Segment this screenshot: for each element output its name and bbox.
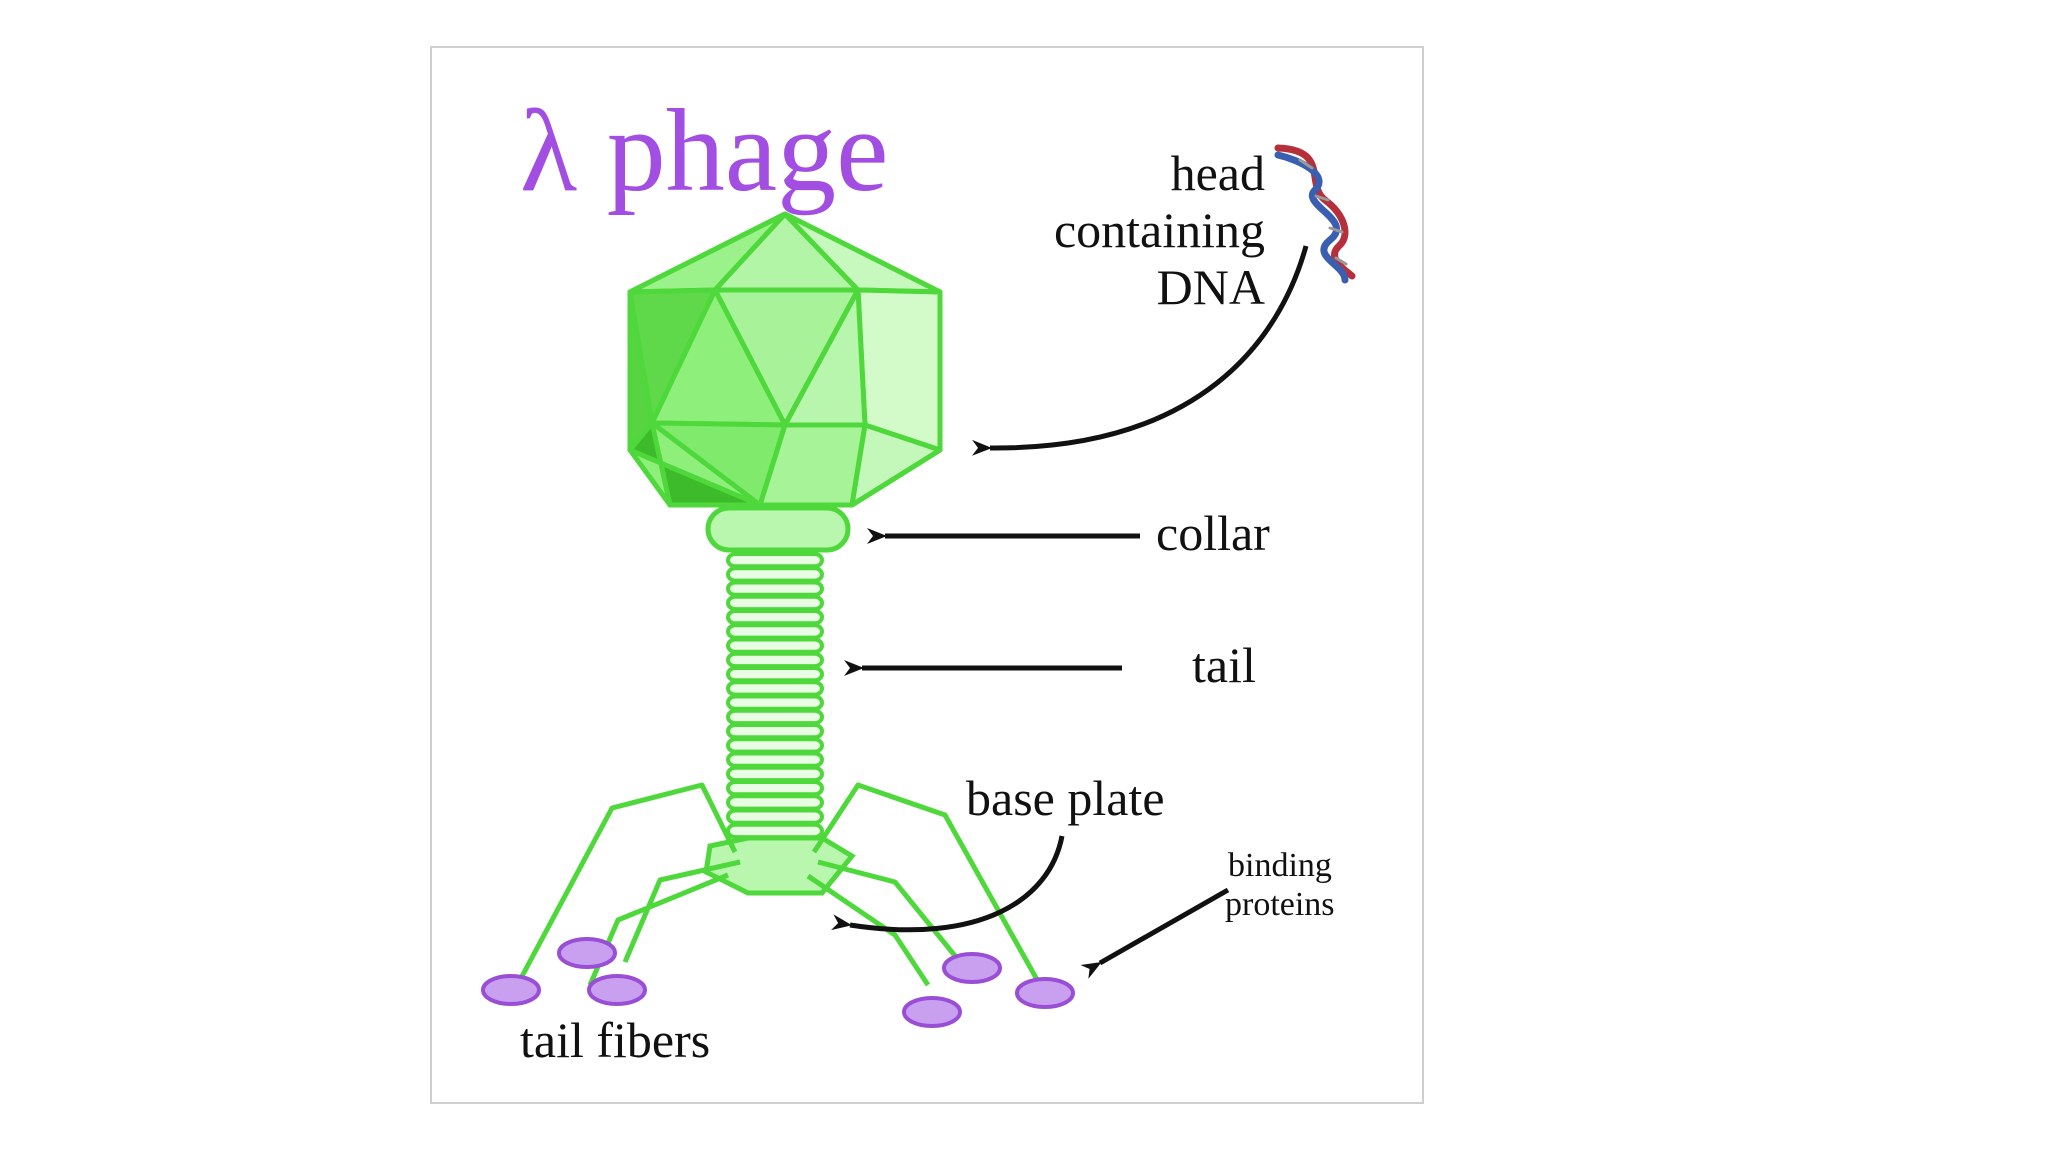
binding-proteins-label: binding xyxy=(1228,847,1332,884)
head-label-line3: DNA xyxy=(1157,259,1265,315)
head-label: head xyxy=(1171,145,1265,201)
tail-fibers-label: tail fibers xyxy=(520,1012,710,1068)
phage-head xyxy=(627,211,943,508)
label-arrows xyxy=(830,245,1309,979)
tail-ring xyxy=(726,751,824,768)
head-arrow xyxy=(971,245,1309,456)
tail-ring xyxy=(726,780,824,797)
base-plate-arrow xyxy=(830,835,1065,933)
diagram-title: λ phage xyxy=(520,85,888,216)
tail-ring xyxy=(726,708,824,726)
head-label-line2: containing xyxy=(1054,202,1265,258)
tail-ring xyxy=(726,623,824,640)
tail-ring xyxy=(726,723,824,740)
tail-ring xyxy=(726,580,824,597)
tail-ring xyxy=(726,794,824,811)
base-plate-label: base plate xyxy=(966,770,1165,826)
binding-proteins-label-line2: proteins xyxy=(1225,886,1335,923)
tail-ring xyxy=(726,566,824,583)
tail-ring xyxy=(726,680,824,697)
phage-collar xyxy=(705,505,851,553)
svg-text:containing: containing xyxy=(1054,202,1265,258)
tail-ring xyxy=(726,737,824,754)
binding-proteins-arrow xyxy=(1080,887,1230,979)
fiber-tip xyxy=(557,937,617,969)
tail-ring xyxy=(726,609,824,626)
phage-tail xyxy=(726,552,824,840)
fiber-tip xyxy=(902,996,962,1028)
tail-ring xyxy=(726,594,824,612)
tail-ring xyxy=(726,651,824,669)
tail-ring xyxy=(726,552,824,569)
collar-label: collar xyxy=(1156,505,1270,561)
fiber-tip xyxy=(942,952,1002,984)
tail-fibers xyxy=(517,782,1043,987)
binding-protein-tips xyxy=(481,937,1075,1028)
svg-text:DNA: DNA xyxy=(1157,259,1265,315)
tail-label: tail xyxy=(1192,637,1256,693)
tail-ring xyxy=(726,694,824,711)
tail-ring xyxy=(726,666,824,683)
tail-ring xyxy=(726,765,824,783)
tail-ring xyxy=(726,808,824,825)
dna-helix-icon xyxy=(1274,144,1356,284)
svg-text:head: head xyxy=(1171,145,1265,201)
fiber-tip xyxy=(587,974,647,1006)
tail-ring xyxy=(726,822,824,840)
fiber-tip xyxy=(481,974,541,1006)
fiber-tip xyxy=(1015,977,1075,1009)
tail-ring xyxy=(726,637,824,654)
